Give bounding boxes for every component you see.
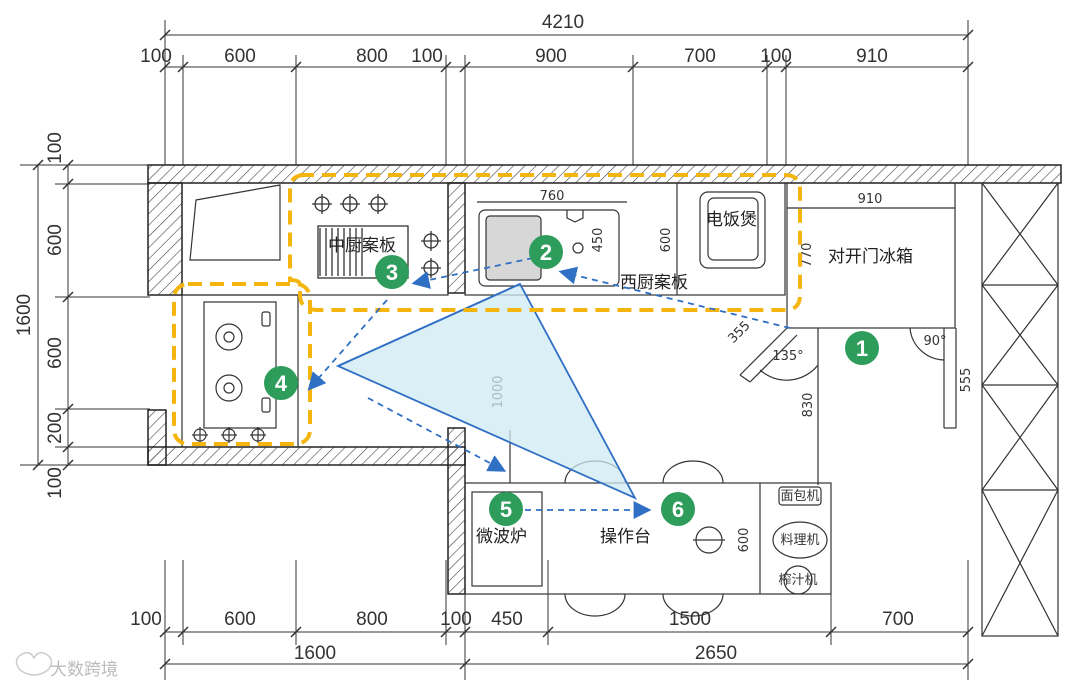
dim-top-total: 4210 bbox=[542, 12, 584, 33]
cooktop-burners-top bbox=[312, 194, 441, 279]
upper-counters bbox=[181, 182, 956, 329]
dim-left-seg-2: 600 bbox=[45, 224, 66, 256]
dim-top-seg-8: 910 bbox=[856, 46, 888, 67]
zone-outlines bbox=[172, 173, 802, 446]
dim-top-seg-2: 600 bbox=[224, 46, 256, 67]
dim-top-seg-5: 900 bbox=[535, 46, 567, 67]
dim-bottom-total-1: 1600 bbox=[294, 643, 336, 664]
label-sink-width: 760 bbox=[540, 189, 565, 204]
label-work-table: 操作台 bbox=[600, 527, 651, 547]
label-appliance-3: 榨汁机 bbox=[778, 572, 817, 588]
dim-top-seg-3: 800 bbox=[356, 46, 388, 67]
right-frame bbox=[981, 182, 1059, 637]
label-fridge: 对开门冰箱 bbox=[828, 247, 913, 267]
label-island-depth: 600 bbox=[737, 528, 752, 553]
label-western-counter: 西厨案板 bbox=[620, 273, 688, 293]
dim-left-seg-3: 600 bbox=[45, 337, 66, 369]
top-dimensions bbox=[159, 20, 974, 165]
step-2-label: 2 bbox=[540, 240, 552, 265]
dim-top-seg-7: 100 bbox=[760, 46, 792, 67]
dim-bottom-seg-4: 100 bbox=[440, 609, 472, 630]
label-angle-90: 90° bbox=[923, 334, 946, 349]
dim-left-seg-1: 100 bbox=[45, 132, 66, 164]
label-rice-cooker: 电饭煲 bbox=[706, 210, 757, 230]
step-6-label: 6 bbox=[672, 497, 684, 522]
step-2-marker: 2 bbox=[529, 235, 563, 269]
dim-bottom-total-2: 2650 bbox=[695, 643, 737, 664]
sink bbox=[477, 201, 627, 287]
step-4-label: 4 bbox=[275, 371, 288, 396]
dim-bottom-seg-3: 800 bbox=[356, 609, 388, 630]
step-1-marker: 1 bbox=[845, 331, 879, 365]
step-1-label: 1 bbox=[856, 336, 868, 361]
label-counter-depth: 600 bbox=[659, 228, 674, 253]
dim-left-seg-4: 200 bbox=[45, 412, 66, 444]
watermark-text: 大数跨境 bbox=[50, 660, 118, 680]
watermark-logo-icon bbox=[15, 651, 53, 676]
step-4-marker: 4 bbox=[264, 366, 298, 400]
label-passage-830: 830 bbox=[801, 393, 816, 418]
label-door-555: 555 bbox=[959, 368, 974, 393]
label-appliance-1: 面包机 bbox=[780, 489, 819, 504]
work-triangle bbox=[335, 282, 638, 500]
dim-bottom-seg-1: 100 bbox=[130, 609, 162, 630]
dim-top-seg-1: 100 bbox=[140, 46, 172, 67]
step-6-marker: 6 bbox=[661, 492, 695, 526]
dim-bottom-seg-2: 600 bbox=[224, 609, 256, 630]
step-3-marker: 3 bbox=[375, 255, 409, 289]
dim-bottom-seg-5: 450 bbox=[491, 609, 523, 630]
label-sink-depth: 450 bbox=[591, 228, 606, 253]
left-stove bbox=[181, 294, 299, 448]
dim-top-seg-6: 700 bbox=[684, 46, 716, 67]
label-fridge-width: 910 bbox=[858, 192, 883, 207]
label-angle-135: 135° bbox=[772, 349, 803, 364]
dim-left-total: 1600 bbox=[14, 294, 35, 336]
bottom-dimensions bbox=[159, 560, 974, 680]
label-chinese-counter: 中厨案板 bbox=[328, 236, 396, 256]
dim-top-seg-4: 100 bbox=[411, 46, 443, 67]
triangle-edge-top bbox=[337, 283, 521, 367]
left-dimensions bbox=[20, 159, 150, 471]
work-table bbox=[464, 430, 832, 617]
rice-cooker bbox=[699, 191, 766, 269]
flow-arrows bbox=[307, 257, 791, 519]
dim-left-seg-5: 100 bbox=[45, 467, 66, 499]
label-appliance-2: 料理机 bbox=[780, 533, 819, 548]
watermark: 大数跨境 bbox=[15, 651, 118, 680]
dim-bottom-seg-7: 700 bbox=[882, 609, 914, 630]
step-5-marker: 5 bbox=[489, 492, 523, 526]
label-door-355: 355 bbox=[725, 318, 753, 346]
step-3-label: 3 bbox=[386, 260, 398, 285]
fridge-doors bbox=[739, 327, 957, 485]
label-microwave: 微波炉 bbox=[476, 527, 527, 547]
walls bbox=[147, 164, 1062, 595]
step-5-label: 5 bbox=[500, 497, 512, 522]
label-fridge-depth: 770 bbox=[800, 243, 815, 268]
